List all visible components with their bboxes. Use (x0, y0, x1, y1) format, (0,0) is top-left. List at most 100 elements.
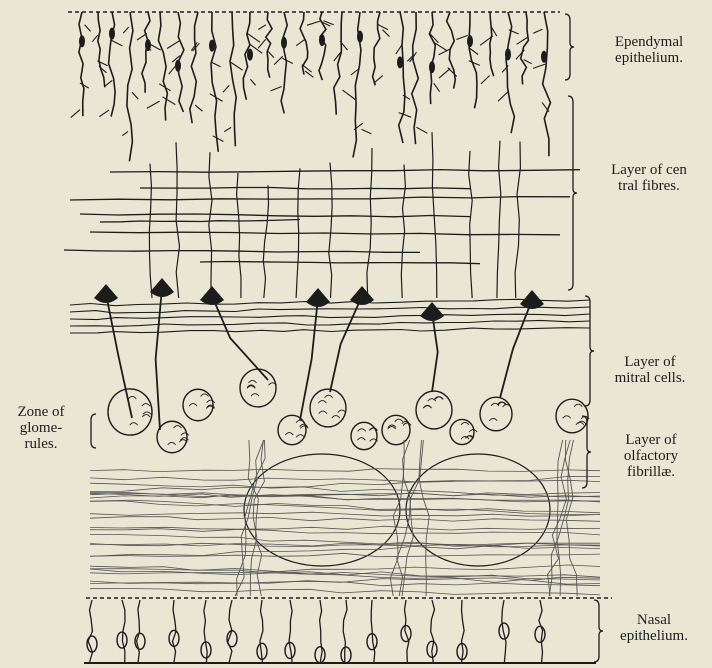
ependymal-cell (147, 12, 176, 121)
label-olfactory-fibrillae: Layer ofolfactoryfibrillæ. (598, 432, 704, 480)
ependymal-cell (498, 12, 519, 133)
ependymal-branch (213, 136, 224, 142)
central-fibre (200, 262, 480, 264)
ependymal-branch (195, 105, 202, 111)
ependymal-cell (137, 12, 161, 93)
mitral-cell (420, 302, 444, 392)
central-fibres-layer (64, 132, 580, 298)
ependymal-cell (258, 12, 274, 78)
glomerulus-tuft (251, 394, 259, 397)
ependymal-branch (274, 56, 283, 64)
nasal-cell-process (137, 600, 140, 662)
mitral-cells-layer (70, 278, 590, 430)
glomerulus-tuft (285, 433, 293, 436)
glomerulus-tuft (128, 396, 136, 399)
nasal-cell-process (502, 600, 506, 662)
nasal-cell-process (320, 600, 323, 662)
central-fibre-descending (149, 164, 152, 298)
ependymal-process (490, 12, 494, 76)
ependymal-branch (250, 79, 255, 85)
ependymal-branch (307, 21, 320, 25)
central-fibre-descending (263, 185, 268, 298)
nasal-cell-process (122, 600, 125, 662)
ependymal-process (334, 12, 342, 115)
ependymal-branch (211, 62, 221, 67)
mitral-layer-fibre (70, 314, 590, 320)
ependymal-branch (111, 40, 122, 46)
glomerulus-tuft (461, 422, 469, 425)
fibril-bundle (419, 440, 429, 596)
ependymal-branch (132, 92, 138, 99)
ependymal-branch (374, 76, 383, 84)
ependymal-process (211, 12, 218, 152)
ependymal-cell (516, 12, 532, 84)
nasal-epithelial-cell (457, 600, 467, 662)
ependymal-nucleus (145, 39, 151, 51)
glomerulus-tuft (489, 418, 497, 421)
glomerulus-tuft (296, 435, 304, 438)
glomerulus (157, 421, 189, 453)
nasal-epithelial-cell (341, 600, 351, 663)
nasal-cell-process (431, 600, 435, 662)
glomerulus-outline (157, 421, 187, 453)
glomerulus-tuft (338, 410, 346, 413)
ependymal-process (127, 12, 133, 161)
glomerulus-tuft (357, 438, 365, 441)
glomerulus-outline (382, 415, 410, 444)
mitral-layer-fibre (70, 320, 590, 326)
ependymal-branch (151, 45, 161, 51)
central-fibre (100, 220, 300, 223)
ependymal-cell (307, 12, 334, 80)
ependymal-branch (383, 30, 390, 37)
glomerules-brace (91, 414, 96, 448)
nasal-cell-body (341, 647, 351, 663)
ependymal-cell (480, 12, 497, 84)
glomerulus-tuft (142, 415, 150, 418)
ependymal-nucleus (109, 28, 115, 40)
nasal-cell-body (535, 626, 545, 642)
nasal-epithelial-cell (135, 600, 145, 662)
ependymal-process (230, 12, 236, 146)
ependymal-branch (296, 39, 305, 45)
ependymal-branch (105, 80, 113, 86)
central-fibre (110, 170, 580, 173)
fibril-bundle (565, 440, 577, 596)
nasal-epithelial-cell (227, 600, 237, 662)
glomerulus-tuft (174, 426, 182, 429)
central-fibre-descending (497, 141, 501, 298)
ependymal-nucleus (429, 61, 435, 73)
ependymal-process (142, 12, 150, 93)
ependymal-branch (434, 83, 440, 91)
nasal-cell-process (371, 600, 375, 662)
ependymal-process (79, 12, 84, 116)
ependymal-cell (351, 12, 371, 158)
glomerulus (450, 419, 477, 444)
glomerulus (351, 422, 378, 449)
glomerulus-outline (416, 391, 452, 429)
layer-braces (91, 14, 603, 662)
ependymal-branch (456, 35, 467, 39)
glomerulus-tuft (189, 404, 197, 407)
glomerulus-tuft (201, 394, 209, 397)
ependymal-branch (137, 34, 147, 41)
glomerulus-outline (450, 419, 474, 444)
ependymal-cell (92, 12, 107, 87)
mitral-dendrite (330, 296, 362, 392)
ependymal-nucleus (209, 40, 215, 52)
central-fibre (64, 250, 420, 252)
mitral-layer-fibre (70, 328, 590, 333)
glomerulus-tuft (469, 430, 477, 433)
olfactory-fibril (90, 469, 600, 472)
central-fibre-descending (209, 152, 212, 298)
nasal-cell-process (260, 600, 263, 662)
fibril-bundle (402, 440, 421, 596)
mitral-dendrite (432, 312, 438, 392)
ependymal-nucleus (247, 49, 253, 61)
ependymal-nucleus (357, 31, 363, 43)
ependymal-branch (99, 110, 109, 117)
ependymal-branch (258, 39, 266, 48)
ependymal-branch (362, 129, 372, 133)
ependymal-cell (439, 12, 457, 89)
